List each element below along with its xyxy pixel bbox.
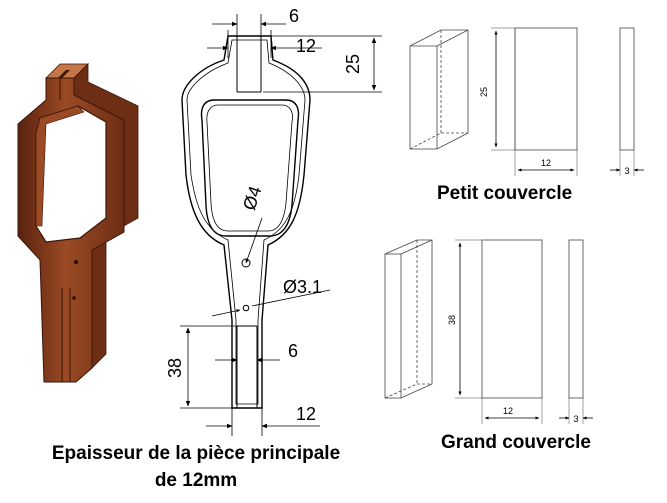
dim-bottom-slot-inner: 6 bbox=[288, 341, 298, 361]
petit-dim-thickness: 3 bbox=[624, 166, 629, 176]
dim-top-slot-inner: 12 bbox=[296, 36, 316, 56]
grand-dim-width: 12 bbox=[503, 406, 513, 416]
dim-hole-small: Ø3.1 bbox=[283, 277, 322, 297]
dim-top-slot-height: 25 bbox=[343, 54, 363, 74]
grand-couvercle-dimension-texts: 38 12 3 bbox=[447, 315, 579, 424]
grand-dim-thickness: 3 bbox=[573, 414, 578, 424]
grand-couvercle-views bbox=[384, 239, 593, 424]
wooden-part-3d-view bbox=[17, 63, 139, 383]
caption-line-2: de 12mm bbox=[154, 470, 238, 491]
caption-line-1: Epaisseur de la pièce principale bbox=[51, 443, 341, 464]
petit-couvercle-views bbox=[409, 27, 644, 176]
petit-couvercle-title: Petit couvercle bbox=[437, 183, 573, 204]
petit-dim-width: 12 bbox=[541, 158, 551, 168]
dim-top-slot-outer: 6 bbox=[289, 6, 299, 26]
grand-dim-height: 38 bbox=[447, 315, 457, 325]
dim-hole-large: Ø4 bbox=[239, 184, 265, 213]
main-part-dimension-texts: 6 12 25 Ø4 Ø3.1 38 6 12 bbox=[165, 6, 363, 424]
petit-couvercle-dimension-texts: 25 12 3 bbox=[479, 87, 630, 176]
main-part-dimensions bbox=[180, 14, 382, 436]
grand-couvercle-title: Grand couvercle bbox=[441, 432, 591, 453]
main-part-outline bbox=[181, 35, 311, 409]
dim-bottom-slot-height: 38 bbox=[165, 358, 185, 378]
petit-dim-height: 25 bbox=[479, 87, 489, 97]
dim-bottom-slot-outer: 12 bbox=[296, 404, 316, 424]
